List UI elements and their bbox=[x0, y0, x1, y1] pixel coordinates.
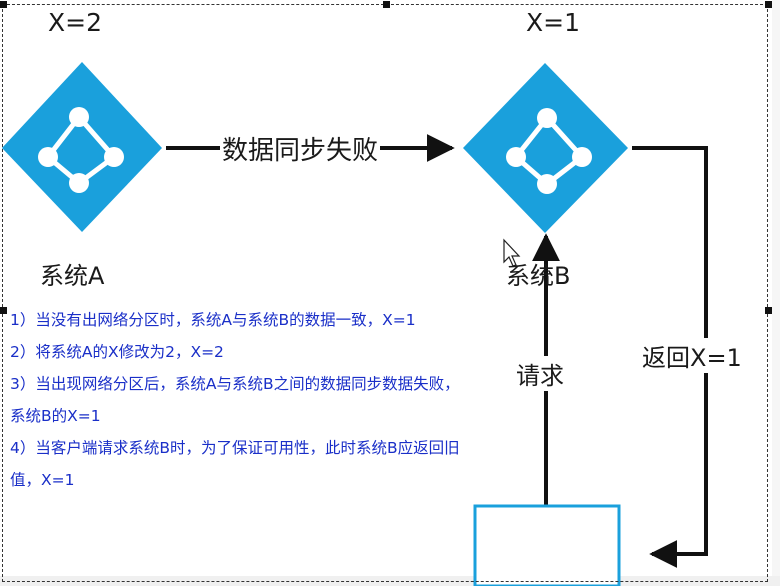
mouse-pointer-icon bbox=[503, 238, 521, 267]
system-a-label: 系统A bbox=[40, 262, 105, 290]
resize-handle-middle-right[interactable] bbox=[765, 307, 772, 314]
system-b-x-value: X=1 bbox=[526, 8, 580, 37]
note-3: 3）当出现网络分区后，系统A与系统B之间的数据同步数据失败，系统B的X=1 bbox=[10, 375, 460, 425]
request-arrow-label: 请求 bbox=[514, 356, 566, 391]
note-4: 4）当客户端请求系统B时，为了保证可用性，此时系统B应返回旧值，X=1 bbox=[10, 439, 460, 489]
note-1: 1）当没有出网络分区时，系统A与系统B的数据一致，X=1 bbox=[10, 311, 416, 329]
selection-frame[interactable] bbox=[2, 4, 768, 582]
system-a-node[interactable] bbox=[2, 62, 162, 232]
system-b-node[interactable] bbox=[463, 63, 628, 233]
resize-handle-top-right[interactable] bbox=[765, 1, 772, 8]
explanation-notes: 1）当没有出网络分区时，系统A与系统B的数据一致，X=1 2）将系统A的X修改为… bbox=[10, 304, 472, 496]
return-arrow-label: 返回X=1 bbox=[642, 338, 742, 373]
system-a-x-value: X=2 bbox=[48, 8, 102, 37]
sync-arrow-label: 数据同步失败 bbox=[220, 130, 381, 167]
system-b-label: 系统B bbox=[506, 262, 571, 290]
resize-handle-top-middle[interactable] bbox=[383, 1, 390, 8]
client-box[interactable] bbox=[473, 504, 621, 586]
resize-handle-top-left[interactable] bbox=[0, 1, 7, 8]
resize-handle-middle-left[interactable] bbox=[0, 307, 7, 314]
note-2: 2）将系统A的X修改为2，X=2 bbox=[10, 343, 224, 361]
scroll-gutter bbox=[772, 0, 780, 586]
